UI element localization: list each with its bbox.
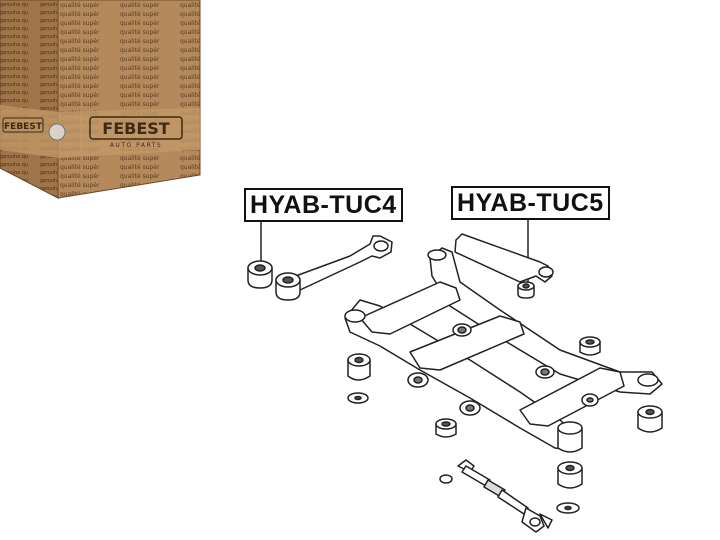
bushing-hyab-tuc4-b — [275, 272, 301, 301]
bushing-loose-bottom — [557, 461, 583, 489]
side-logo: FEBEST — [2, 117, 66, 141]
trailing-arm — [454, 233, 554, 283]
adjustable-toe-link — [439, 459, 553, 533]
badge-icon — [48, 123, 66, 141]
brand-subtitle: AUTO PARTS — [110, 142, 162, 149]
bushing-loose-right-upper — [579, 336, 601, 356]
part-label-hyab-tuc5: HYAB-TUC5 — [451, 186, 610, 220]
brand-logo-text: FEBEST — [102, 119, 170, 138]
bushing-hyab-tuc4-a — [247, 260, 273, 289]
upper-lateral-arm — [292, 235, 393, 291]
brand-logo-text-side: FEBEST — [4, 122, 43, 132]
febest-package-box: FEBEST AUTO PARTS FEBEST — [0, 0, 201, 199]
bushing-loose-right — [637, 405, 663, 433]
washer-left — [347, 392, 369, 404]
part-label-hyab-tuc4: HYAB-TUC4 — [244, 188, 403, 222]
bushing-hyab-tuc5 — [517, 281, 535, 299]
bushing-loose-mid — [435, 418, 457, 438]
rear-subframe — [344, 247, 663, 453]
bushing-loose-left-upper — [347, 353, 371, 381]
front-logo: FEBEST AUTO PARTS — [89, 116, 183, 149]
washer-bottom — [556, 502, 580, 514]
